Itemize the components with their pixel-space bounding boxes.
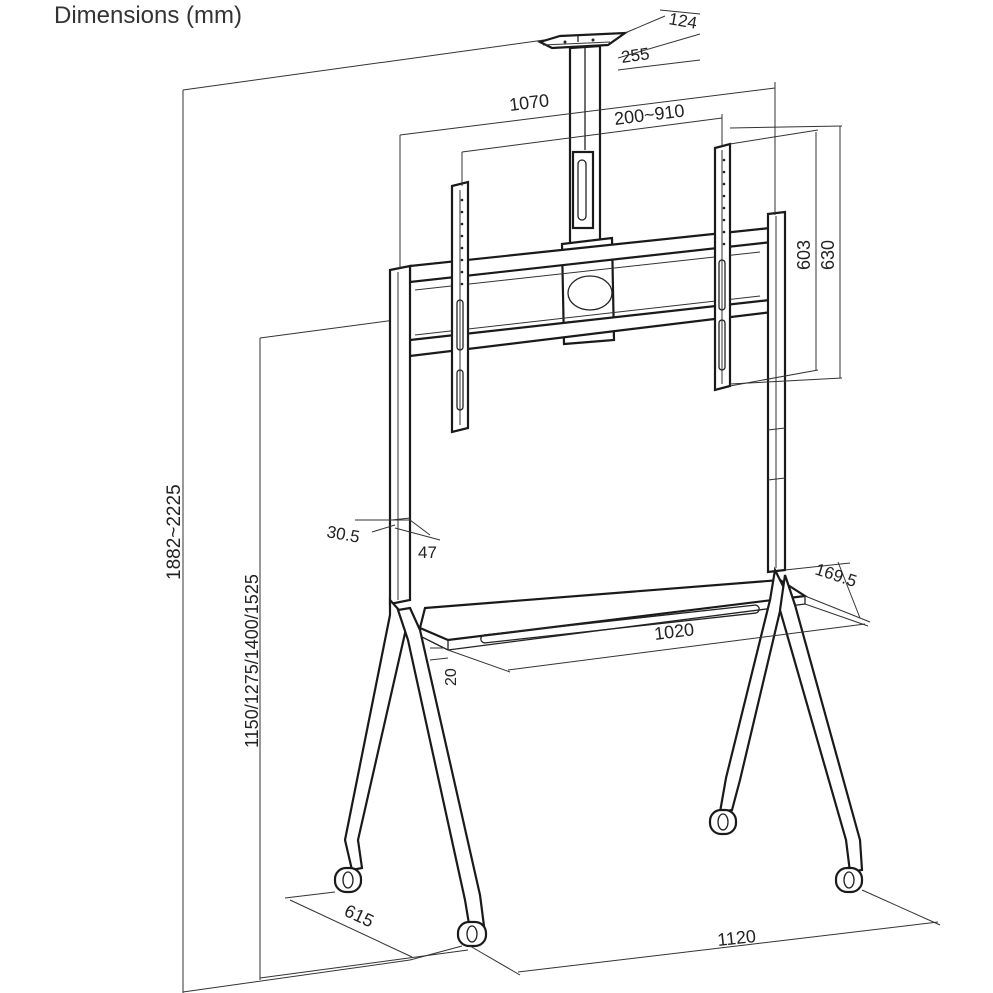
height-603-630-dimension bbox=[729, 125, 843, 387]
caster-front-left bbox=[333, 866, 363, 894]
right-upright bbox=[766, 210, 787, 574]
total-height-dimension bbox=[182, 34, 581, 993]
right-vesa-arm bbox=[713, 142, 732, 392]
mount-height-label: 1150/1275/1400/1525 bbox=[242, 574, 262, 748]
right-leg-frame bbox=[718, 566, 864, 874]
shelf-width-label: 1020 bbox=[653, 619, 695, 644]
width-1070-dimension bbox=[399, 82, 776, 268]
top-255-label: 255 bbox=[620, 44, 651, 67]
height-603-label: 603 bbox=[794, 240, 814, 270]
shelf-width-dimension bbox=[447, 603, 869, 673]
top-plate bbox=[537, 9, 701, 71]
center-column bbox=[560, 44, 616, 346]
caster-back-left bbox=[708, 808, 738, 836]
left-vesa-arm bbox=[450, 180, 470, 434]
height-630-label: 630 bbox=[818, 240, 838, 270]
base-depth-dimension bbox=[284, 891, 463, 961]
tube-30-5-label: 30.5 bbox=[325, 522, 361, 546]
caster-front-right bbox=[456, 920, 488, 948]
shelf bbox=[418, 578, 809, 651]
vesa-range-dimension bbox=[461, 114, 723, 186]
top-124-label: 124 bbox=[667, 9, 698, 33]
mount-height-dimension bbox=[259, 319, 469, 980]
base-width-dimension bbox=[469, 889, 941, 976]
tube-47-label: 47 bbox=[418, 543, 437, 562]
total-height-label: 1882~2225 bbox=[164, 484, 185, 580]
shelf-depth-dimension bbox=[784, 561, 871, 623]
tube-section-dimension bbox=[355, 519, 441, 541]
diagram-title: Dimensions (mm) bbox=[54, 2, 243, 29]
caster-back-right bbox=[834, 866, 864, 894]
left-upright bbox=[388, 264, 412, 606]
shelf-depth-label: 169.5 bbox=[813, 560, 859, 591]
width-1070-label: 1070 bbox=[508, 90, 550, 115]
left-leg-frame bbox=[343, 597, 486, 932]
vesa-range-label: 200~910 bbox=[613, 101, 685, 129]
shelf-thickness-dimension bbox=[429, 647, 449, 661]
base-width-label: 1120 bbox=[716, 926, 757, 950]
shelf-thickness-label: 20 bbox=[443, 668, 460, 686]
